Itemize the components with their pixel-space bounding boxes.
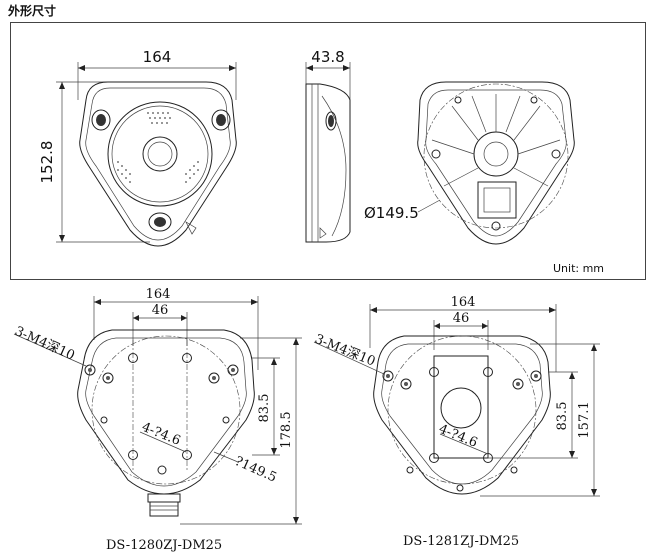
bl-inner-width-label: 46 (152, 303, 169, 318)
bl-h1-label: 83.5 (257, 394, 272, 423)
br-screw-note: 3-M4深10 (313, 332, 378, 370)
unit-label: Unit: mm (553, 262, 605, 275)
br-h1-label: 83.5 (555, 402, 570, 431)
bl-screw-note: 3-M4深10 (12, 324, 76, 364)
bracket-1281-drawing: 164 46 83.5 157.1 3-M4深10 (313, 295, 600, 497)
bl-mount-holes (84, 353, 239, 475)
br-mount-holes (382, 367, 542, 492)
back-view: Ø149.5 (364, 81, 575, 245)
bl-hole-note: 4-?4.6 (140, 420, 183, 449)
br-model-label: DS-1281ZJ-DM25 (403, 534, 519, 549)
br-hole-note: 4-?4.6 (437, 422, 480, 451)
br-inner-width-label: 46 (453, 311, 470, 326)
speaker-grille-dots (117, 112, 199, 183)
top-drawing-frame (10, 22, 646, 280)
back-diameter-label: Ø149.5 (364, 204, 419, 222)
front-view: 164 152.8 (38, 48, 237, 247)
side-view: 43.8 (305, 48, 351, 243)
front-height-label: 152.8 (38, 141, 56, 184)
br-h2-label: 157.1 (577, 401, 592, 438)
bl-width-label: 164 (146, 287, 171, 302)
bl-diameter-note: ?149.5 (232, 454, 278, 486)
back-ribs (431, 94, 561, 187)
side-depth-label: 43.8 (311, 48, 344, 66)
front-width-label: 164 (143, 48, 172, 66)
bl-model-label: DS-1280ZJ-DM25 (106, 538, 222, 553)
bracket-1280-drawing: 164 46 83.5 (12, 287, 302, 525)
section-title: 外形尺寸 (8, 4, 57, 18)
br-width-label: 164 (451, 295, 476, 310)
bl-h2-label: 178.5 (279, 411, 294, 448)
